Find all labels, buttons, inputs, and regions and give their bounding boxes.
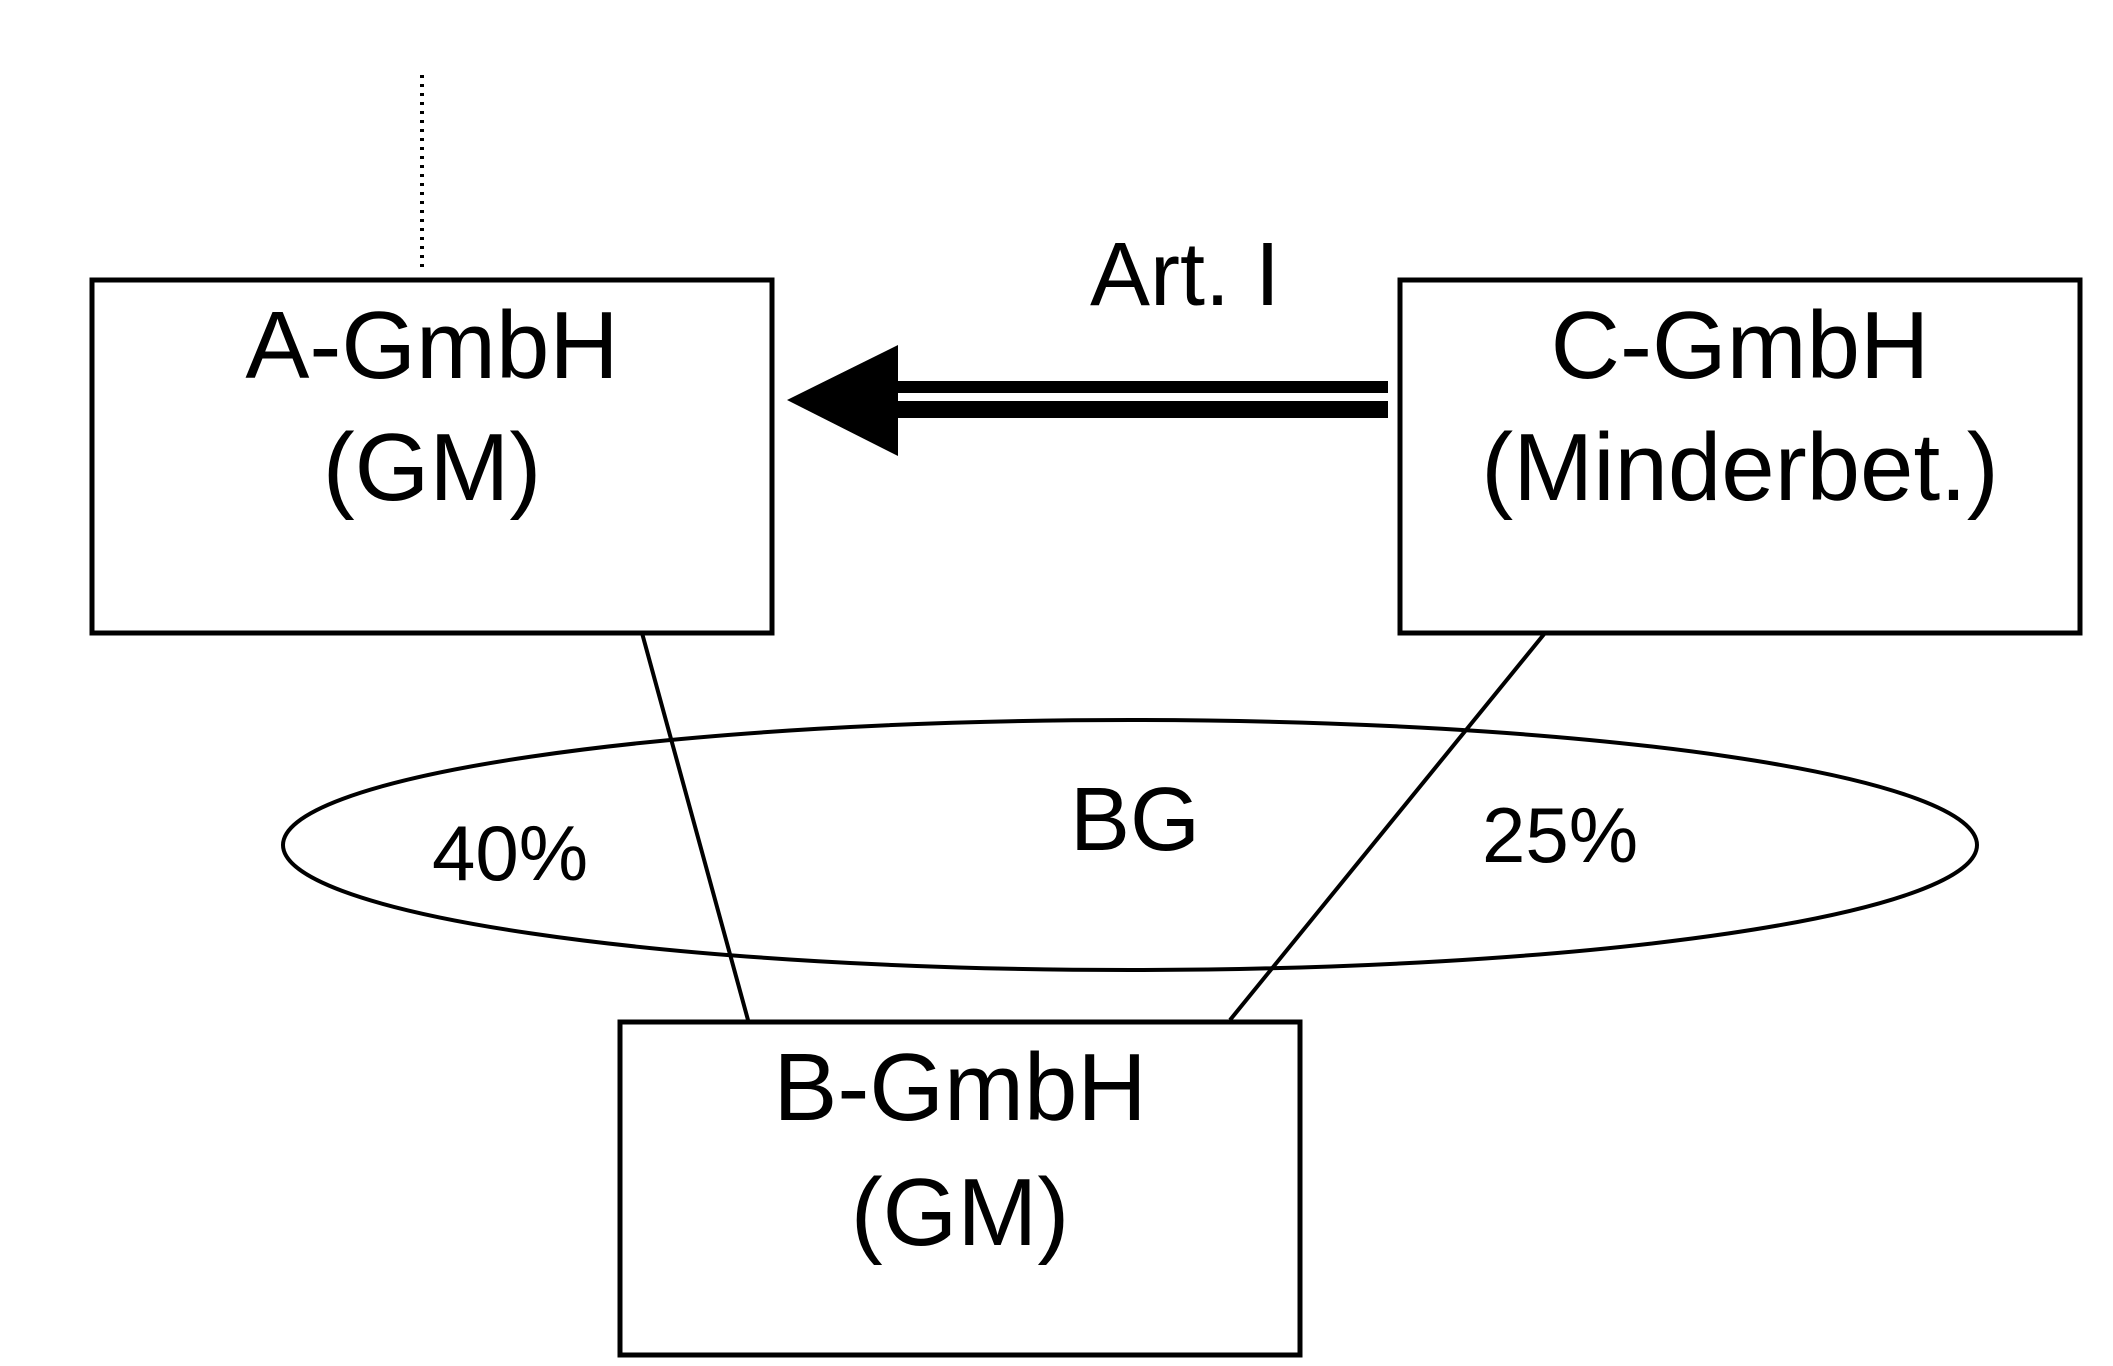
c-to-b-line	[1228, 631, 1547, 1022]
bg-group-ellipse	[281, 718, 1979, 972]
a-gmbh-box: A-GmbH (GM)	[89, 277, 775, 636]
bg-group-label: BG	[1070, 770, 1200, 870]
b-gmbh-box: B-GmbH (GM)	[617, 1019, 1303, 1358]
c-to-b-share-label: 25%	[1482, 791, 1638, 879]
a-gmbh-role: (GM)	[323, 414, 542, 521]
c-gmbh-name: C-GmbH	[1551, 292, 1930, 399]
c-gmbh-box: C-GmbH (Minderbet.)	[1397, 277, 2083, 636]
a-gmbh-name: A-GmbH	[245, 292, 618, 399]
c-gmbh-role: (Minderbet.)	[1481, 414, 1999, 521]
b-gmbh-role: (GM)	[851, 1159, 1070, 1266]
c-to-a-arrow	[787, 345, 1388, 456]
c-to-a-arrow-label: Art. I	[1090, 225, 1280, 325]
b-gmbh-name: B-GmbH	[773, 1034, 1146, 1141]
a-to-b-share-label: 40%	[432, 809, 588, 897]
a-to-b-line	[640, 632, 750, 1021]
